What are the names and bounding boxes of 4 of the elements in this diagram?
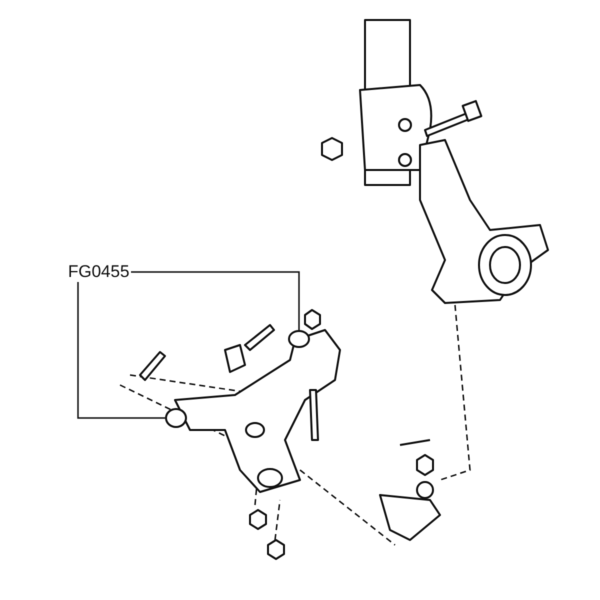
bushing [165,408,187,428]
leader-line [77,282,165,419]
leader-line [131,271,300,330]
bushing [288,330,310,348]
